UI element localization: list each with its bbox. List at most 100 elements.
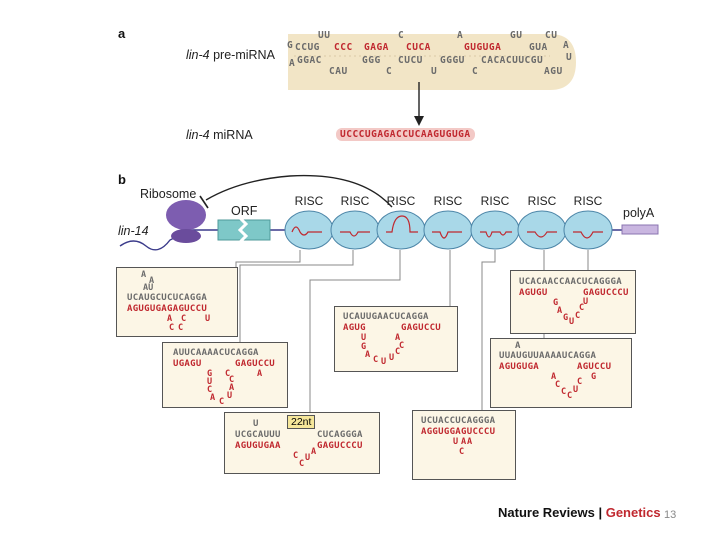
bulge-bc: C [386,66,393,77]
pre-mirna-hairpin [288,34,576,90]
box2-loop-9: C [225,369,231,379]
risc-5 [470,210,520,250]
risc-label-7: RISC [573,194,603,208]
risc-label-2: RISC [340,194,370,208]
risc-label-3: RISC [386,194,416,208]
box6-loop-4: C [567,391,573,401]
pre-mirna-label: lin-4 pre-miRNA [186,48,275,62]
box1-bottom: AGUGUGAGAGUCCU [127,304,208,314]
loop-a: A [563,40,570,51]
bulge-bu: U [431,66,438,77]
bottom-strand-1: GGAC [297,55,322,66]
journal-credit: Nature Reviews | Genetics [498,505,661,520]
duplex-box-2: AUUCAAAACUCAGGA UGAGU GAGUCCU G U C A C … [162,342,288,408]
risc-label-6: RISC [527,194,557,208]
box4-loop-6: C [373,355,379,365]
box2-loop-5: C [219,397,225,407]
box5-loop-2: A [461,437,467,447]
risc-label-1: RISC [294,194,324,208]
box5-loop-4: C [459,447,465,457]
box5-top: UCUACCUCAGGGA [421,416,496,426]
box5-loop-3: A [467,437,473,447]
box3-bottom-2: GAGUCCCU [317,441,363,451]
box2-top: AUUCAAAACUCAGGA [173,348,259,358]
risc-4 [423,210,473,250]
bulge-cu: CU [545,30,558,41]
box4-bottom-1: AGUG [343,323,366,333]
risc-label-5: RISC [480,194,510,208]
top-strand-5: GUGUGA [464,42,502,53]
box4-top: UCAUUGAACUCAGGA [343,312,429,322]
bulge-agu: AGU [544,66,563,77]
box1-loop-5: C [178,323,184,333]
box5-bottom: AGGUGGAGUCCCU [421,427,496,437]
box3-top: UCGCAUUU [235,430,281,440]
ribosome-label: Ribosome [140,187,197,201]
box2-loop-2: U [207,377,213,387]
page-number: 13 [664,509,677,521]
risc-7 [563,210,613,250]
box4-loop-4: C [399,341,405,351]
duplex-box-7: UCACAACCAACUCAGGGA AGUGU GAGUCCCU G A G … [510,270,636,334]
box4-loop-2: A [395,333,401,343]
top-strand-1: CCUG [295,42,320,53]
box7-loop-2: A [557,306,563,316]
box3-loop-1: C [293,451,299,461]
box1-bulge-a1: A [141,270,147,280]
risc-label-4: RISC [433,194,463,208]
box2-loop-3: C [207,385,213,395]
mature-mirna-sequence: UCCCUGAGACCUCAAGUGUGA [336,128,475,141]
box1-loop-3: U [205,314,211,324]
pre-mirna-gene: lin-4 [186,48,210,62]
risc-6 [517,210,567,250]
left-a: A [289,58,296,69]
box2-loop-10: A [257,369,263,379]
box6-loop-7: G [591,372,597,382]
box1-loop-4: C [169,323,175,333]
box4-loop-7: U [381,357,387,367]
box2-loop-1: G [207,369,213,379]
box1-loop-2: C [181,314,187,324]
lin14-label: lin-14 [118,224,149,238]
risc-2 [330,210,380,250]
box4-loop-9: C [395,347,401,357]
top-strand-4: CUCA [406,42,431,53]
box1-bulge-au: AU [143,283,154,293]
box7-loop-4: U [569,317,575,327]
box4-loop-3: G [361,342,367,352]
box6-loop-2: C [555,380,561,390]
duplex-box-4: UCAUUGAACUCAGGA AGUG GAGUCCU U A G C A C… [334,306,458,372]
journal-section: Genetics [605,505,661,520]
box6-top-pre: A [515,341,521,351]
duplex-box-1: A A AU UCAUGCUCUCAGGA AGUGUGAGAGUCCU A C… [116,267,238,337]
box3-top-pre: U [253,419,259,429]
box3-22nt-badge: 22nt [287,415,316,429]
box7-loop-7: U [583,297,589,307]
panel-a-letter: a [118,26,126,41]
box1-top: UCAUGCUCUCAGGA [127,293,208,303]
box2-loop-6: U [227,391,233,401]
orf-label: ORF [231,204,258,218]
panel-b-letter: b [118,172,126,187]
loop-u: U [566,52,573,63]
box4-loop-8: U [389,353,395,363]
box7-loop-5: C [575,311,581,321]
bulge-c: C [398,30,405,41]
duplex-box-3: U 22nt UCGCAUUU CUCAGGGA AGUGUGAA GAGUCC… [224,412,380,474]
box2-loop-7: A [229,383,235,393]
box5-loop-1: U [453,437,459,447]
box6-loop-5: U [573,385,579,395]
box2-bottom-2: GAGUCCU [235,359,276,369]
box1-loop-1: A [167,314,173,324]
mirna-label: lin-4 miRNA [186,128,253,142]
bottom-strand-5: CACACUUCGU [481,55,544,66]
duplex-box-5: UCUACCUCAGGGA AGGUGGAGUCCCU U A A C [412,410,516,480]
box6-loop-1: A [551,372,557,382]
duplex-box-6: A UUAUGUUAAAAUCAGGA AGUGUGA AGUCCU A C C… [490,338,632,408]
bulge-bc2: C [472,66,479,77]
journal-separator: | [594,505,606,520]
bulge-uu: UU [318,30,331,41]
box3-bottom-1: AGUGUGAA [235,441,281,451]
box7-bottom-1: AGUGU [519,288,548,298]
